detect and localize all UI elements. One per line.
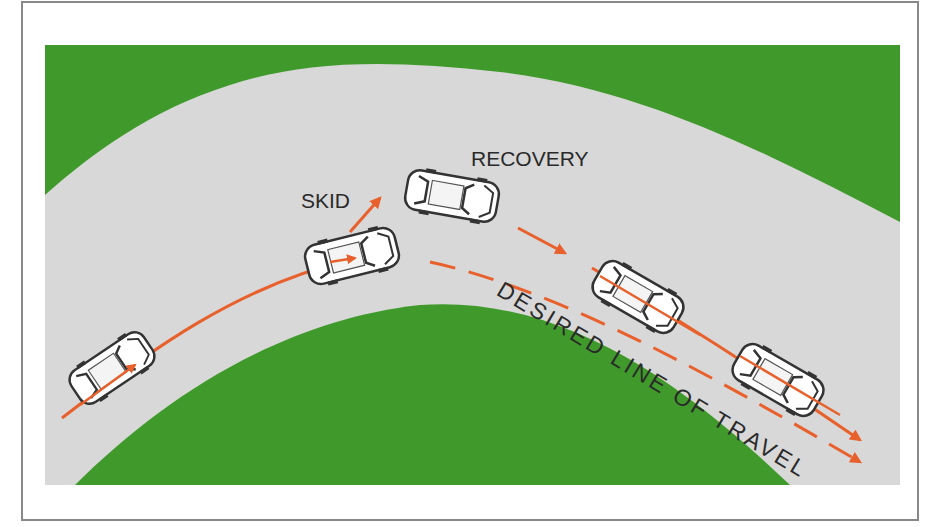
frame — [22, 2, 918, 520]
text-label: RECOVERY — [471, 148, 588, 169]
text-label: SKID — [301, 190, 350, 211]
car — [64, 325, 161, 410]
car — [403, 165, 502, 226]
car — [302, 223, 402, 290]
car — [727, 337, 830, 423]
road — [45, 45, 900, 485]
path-arrows — [80, 258, 840, 415]
